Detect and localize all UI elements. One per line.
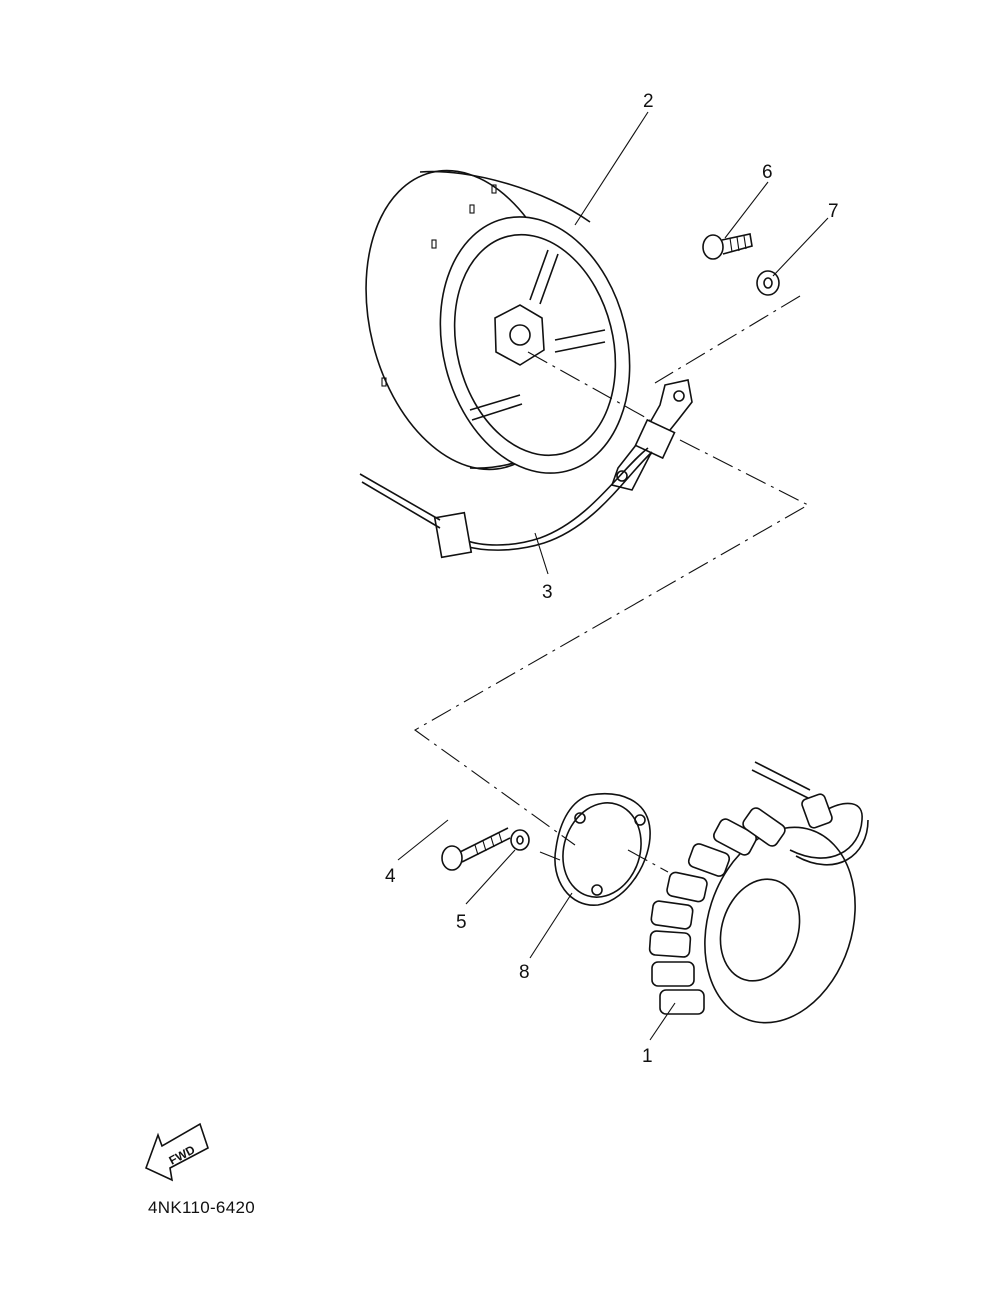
fwd-arrow-icon: FWD (144, 1122, 209, 1182)
callout-3: 3 (542, 582, 553, 603)
rotor-flywheel (365, 169, 631, 474)
part-code: 4NK110-6420 (148, 1198, 255, 1217)
callout-1: 1 (642, 1046, 653, 1067)
callout-7: 7 (828, 201, 839, 222)
leader-lines (397, 111, 829, 1041)
bolt-4 (441, 827, 511, 871)
callout-5: 5 (456, 912, 467, 933)
callout-2: 2 (643, 91, 654, 112)
washer-7 (756, 270, 780, 296)
gasket-plate-8 (554, 793, 651, 906)
callout-labels: 2 6 7 3 4 5 8 1 (385, 91, 839, 1067)
callout-6: 6 (762, 162, 773, 183)
callout-8: 8 (519, 962, 530, 983)
assembly-guide-lines (413, 295, 810, 873)
callout-4: 4 (385, 866, 396, 887)
washer-5 (510, 829, 530, 851)
pickup-coil-3 (359, 379, 693, 559)
stator-1 (648, 761, 869, 1024)
bolt-6 (702, 233, 753, 260)
